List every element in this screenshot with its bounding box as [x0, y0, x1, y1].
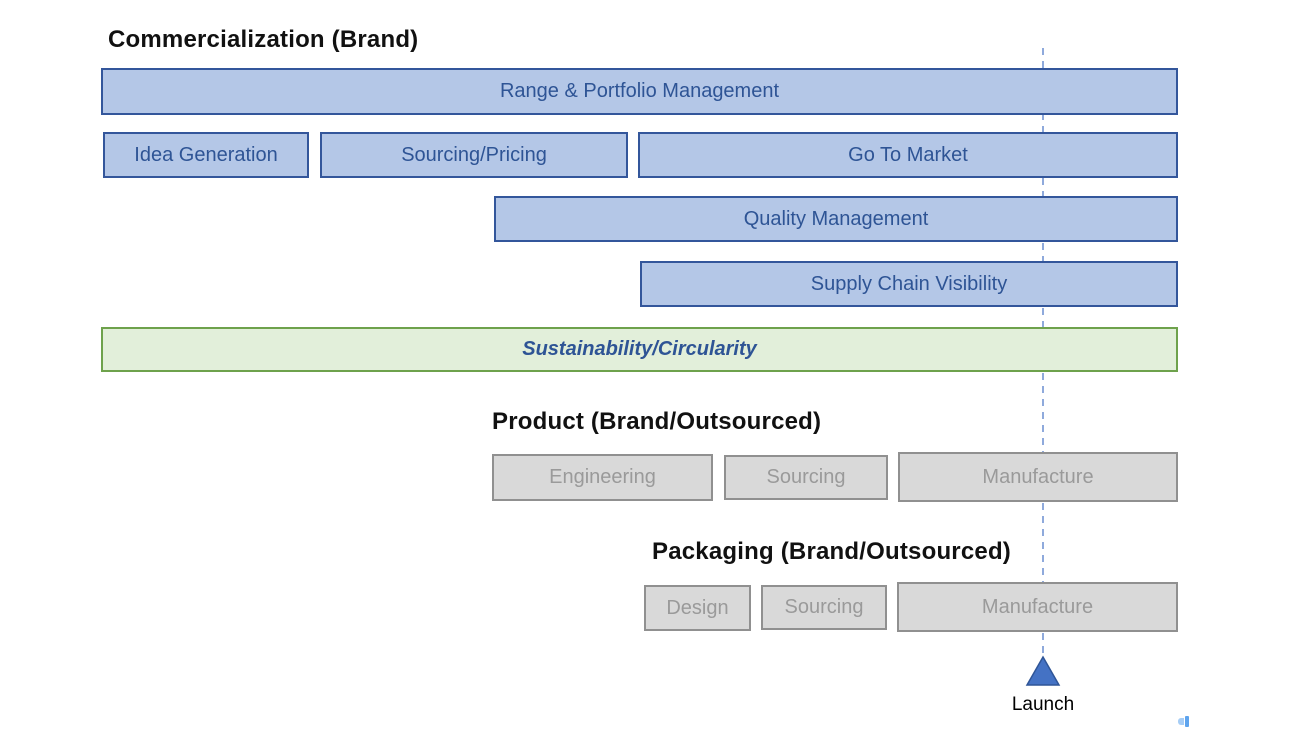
bar-go-to-market: Go To Market [638, 132, 1178, 178]
bar-product-engineering: Engineering [492, 454, 713, 501]
bar-range-portfolio-management: Range & Portfolio Management [101, 68, 1178, 115]
bar-packaging-manufacture: Manufacture [897, 582, 1178, 632]
bar-sourcing-pricing: Sourcing/Pricing [320, 132, 628, 178]
launch-triangle-icon [1025, 655, 1061, 686]
cursor-artifact-left [1178, 718, 1184, 725]
bar-supply-chain-visibility: Supply Chain Visibility [640, 261, 1178, 307]
bar-idea-generation: Idea Generation [103, 132, 309, 178]
cursor-artifact-icon [1178, 716, 1192, 727]
launch-label: Launch [1011, 694, 1075, 715]
bar-product-manufacture: Manufacture [898, 452, 1178, 502]
bar-quality-management: Quality Management [494, 196, 1178, 242]
bar-packaging-sourcing: Sourcing [761, 585, 887, 630]
product-section-title: Product (Brand/Outsourced) [492, 408, 822, 435]
commercialization-section-title: Commercialization (Brand) [108, 26, 419, 53]
packaging-section-title: Packaging (Brand/Outsourced) [652, 538, 1011, 565]
bar-packaging-design: Design [644, 585, 751, 631]
cursor-artifact-right [1185, 716, 1189, 727]
bar-product-sourcing: Sourcing [724, 455, 888, 500]
bar-sustainability-circularity: Sustainability/Circularity [101, 327, 1178, 372]
